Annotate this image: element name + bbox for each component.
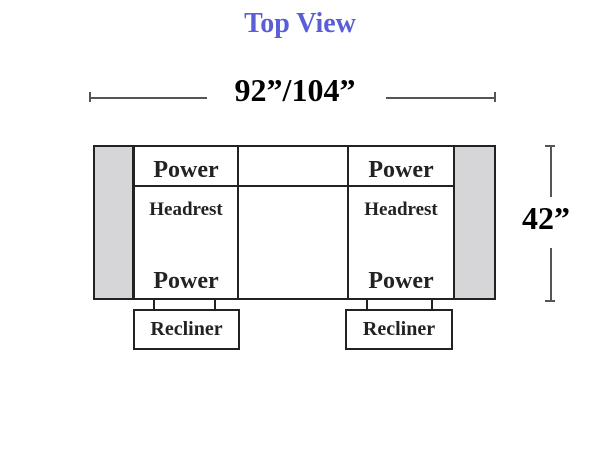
left-recliner-connector-left bbox=[153, 298, 155, 310]
left-recliner-connector-right bbox=[214, 298, 216, 310]
left-recliner-label: Recliner bbox=[150, 318, 223, 340]
width-line-right bbox=[386, 97, 496, 99]
depth-line-top bbox=[550, 145, 552, 197]
left-seat-bottom-power-label: Power bbox=[153, 268, 219, 294]
left-seat-top-power-label: Power bbox=[153, 157, 219, 183]
right-recliner-control bbox=[345, 309, 453, 350]
left-seat-headrest-label: Headrest bbox=[149, 199, 223, 220]
right-arm bbox=[453, 145, 496, 300]
width-line-right-tick bbox=[494, 92, 496, 102]
depth-line-bottom-tick bbox=[545, 300, 555, 302]
width-line-left bbox=[89, 97, 207, 99]
middle-seat-top-section bbox=[237, 145, 349, 187]
depth-line-bottom bbox=[550, 248, 552, 302]
right-recliner-connector-right bbox=[431, 298, 433, 310]
right-seat-headrest-label: Headrest bbox=[364, 199, 438, 220]
right-seat-top-power-label: Power bbox=[368, 157, 434, 183]
width-dimension-label: 92”/104” bbox=[234, 72, 356, 108]
diagram-title: Top View bbox=[244, 8, 356, 39]
left-recliner-control bbox=[133, 309, 240, 350]
right-recliner-connector-left bbox=[366, 298, 368, 310]
right-recliner-label: Recliner bbox=[362, 318, 436, 340]
right-seat-bottom-power-label: Power bbox=[368, 268, 434, 294]
depth-dimension-label: 42” bbox=[522, 200, 570, 236]
left-arm bbox=[93, 145, 134, 300]
right-seat-top-section bbox=[347, 145, 455, 187]
